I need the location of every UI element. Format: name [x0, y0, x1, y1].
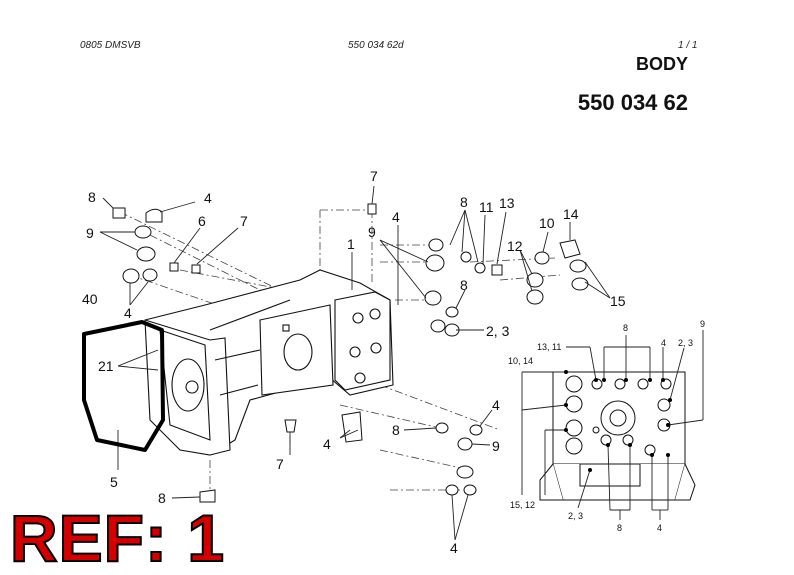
callout-4c: 4 [392, 209, 400, 225]
header-code: 0805 DMSVB [80, 40, 141, 51]
header-doc-number: 550 034 62d [348, 40, 404, 51]
detail-label-2-3-bottom: 2, 3 [568, 511, 583, 521]
callout-8c: 8 [460, 194, 468, 210]
part-number: 550 034 62 [577, 90, 688, 115]
callout-4e: 4 [323, 436, 331, 452]
callout-8d: 8 [460, 277, 468, 293]
callout-5: 5 [110, 474, 118, 490]
callout-9a: 9 [86, 225, 94, 241]
callout-4d: 4 [492, 397, 500, 413]
detail-view [539, 371, 696, 501]
callout-9c: 9 [492, 438, 500, 454]
callout-2-3: 2, 3 [486, 323, 510, 339]
callout-7a: 7 [240, 213, 248, 229]
callout-40: 40 [82, 291, 98, 307]
callout-14: 14 [563, 206, 579, 222]
detail-label-9: 9 [700, 319, 705, 329]
callout-15: 15 [610, 293, 626, 309]
callout-4f: 4 [450, 540, 458, 556]
detail-label-4-bottom: 4 [657, 523, 662, 533]
callout-4a: 4 [204, 190, 212, 206]
highlight-outline [82, 320, 165, 452]
callout-8b: 8 [158, 490, 166, 506]
callout-8e: 8 [392, 422, 400, 438]
pump-body [144, 269, 394, 456]
callout-11: 11 [479, 199, 494, 215]
detail-label-4-top: 4 [661, 338, 666, 348]
callout-6: 6 [198, 213, 206, 229]
detail-label-8-top: 8 [623, 323, 628, 333]
ref-label: REF: 1 [9, 501, 226, 575]
detail-label-10-14: 10, 14 [508, 356, 533, 366]
detail-label-15-12: 15, 12 [510, 500, 535, 510]
header-page: 1 / 1 [678, 40, 698, 51]
callout-21: 21 [98, 358, 114, 374]
callout-12: 12 [507, 238, 523, 254]
callout-13: 13 [499, 195, 515, 211]
callouts: 8 4 9 6 7 4 40 21 5 8 7 7 1 9 4 8 11 13 … [82, 168, 626, 556]
callout-4b: 4 [124, 305, 132, 321]
detail-label-2-3-top: 2, 3 [678, 338, 693, 348]
page-title: BODY [635, 54, 688, 74]
detail-label-13-11: 13, 11 [537, 342, 561, 352]
callout-1: 1 [347, 236, 355, 252]
callout-7b: 7 [276, 456, 284, 472]
leader-lines [99, 185, 704, 541]
leader-dots [564, 370, 672, 472]
detail-labels: 13, 11 8 4 2, 3 9 10, 14 15, 12 2, 3 8 4 [508, 319, 705, 533]
detail-label-8-bottom: 8 [617, 523, 622, 533]
callout-8a: 8 [88, 189, 96, 205]
callout-10: 10 [539, 215, 555, 231]
callout-9b: 9 [368, 224, 376, 240]
small-parts [112, 203, 589, 503]
callout-7-top: 7 [370, 168, 378, 184]
